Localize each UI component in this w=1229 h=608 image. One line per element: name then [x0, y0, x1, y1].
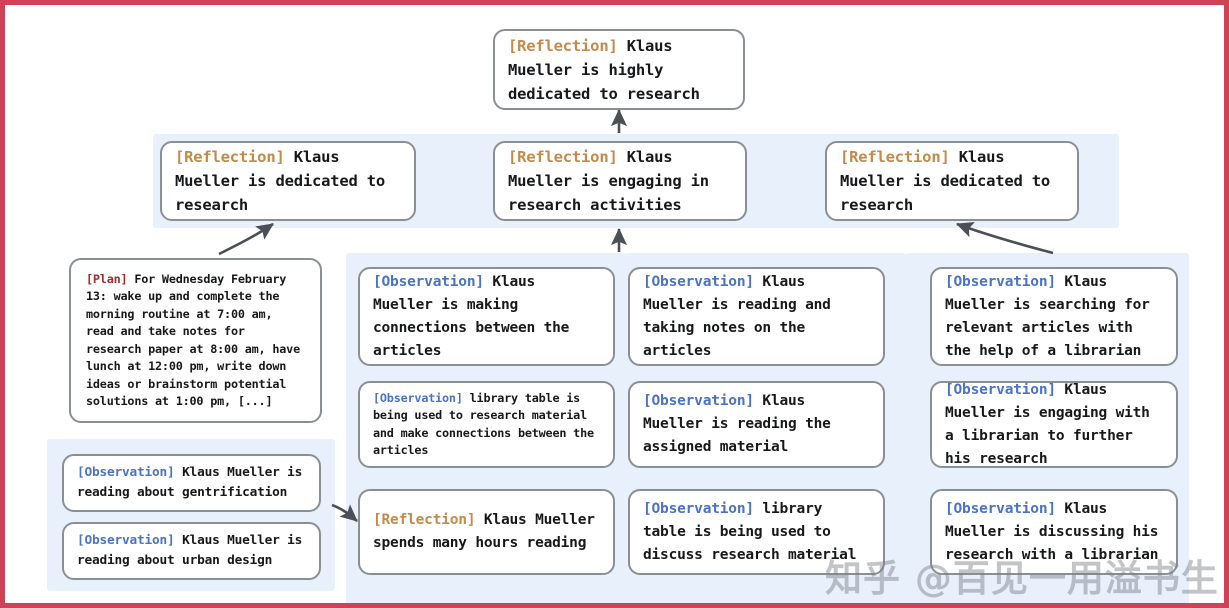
column-left-node-1[interactable]: [Observation] Klaus Mueller is making co…: [358, 267, 615, 366]
reflection-tag: [Reflection]: [840, 148, 950, 166]
observation-tag: [Observation]: [643, 500, 754, 517]
plan-tag: [Plan]: [86, 271, 128, 286]
node-text: Klaus Mueller is reading and taking note…: [643, 273, 831, 359]
node-text: Klaus Mueller is reading about urban des…: [77, 533, 303, 568]
arrow-plan-to-left-reflection: [218, 222, 274, 256]
column-middle-node-3[interactable]: [Observation] library table is being use…: [628, 489, 885, 575]
column-middle-node-1[interactable]: [Observation] Klaus Mueller is reading a…: [628, 267, 885, 366]
column-middle-node-2[interactable]: [Observation] Klaus Mueller is reading t…: [628, 381, 885, 468]
node-text: Klaus Mueller is highly dedicated to res…: [508, 36, 700, 103]
arrow-right-column-to-right-reflection: [956, 221, 1054, 255]
column-left-node-2[interactable]: [Observation] library table is being use…: [358, 381, 615, 468]
column-right-node-2[interactable]: [Observation] Klaus Mueller is engaging …: [930, 381, 1178, 468]
reflection-node-middle[interactable]: [Reflection] Klaus Mueller is engaging i…: [493, 141, 747, 221]
column-left-node-3[interactable]: [Reflection] Klaus Mueller spends many h…: [358, 489, 615, 575]
observation-tag: [Observation]: [643, 273, 754, 290]
observation-tag: [Observation]: [945, 500, 1056, 517]
node-text: Klaus Mueller is reading the assigned ma…: [643, 393, 831, 455]
node-text: Klaus Mueller is reading about gentrific…: [77, 465, 303, 500]
node-text: library table is being used to research …: [373, 390, 594, 458]
observation-tag: [Observation]: [945, 273, 1056, 290]
observation-tag: [Observation]: [945, 381, 1056, 398]
bottom-left-observation-1[interactable]: [Observation] Klaus Mueller is reading a…: [62, 454, 321, 512]
reflection-tag: [Reflection]: [508, 36, 618, 55]
node-text: Klaus Mueller is dedicated to research: [175, 148, 386, 214]
bottom-left-observation-2[interactable]: [Observation] Klaus Mueller is reading a…: [62, 522, 321, 580]
observation-tag: [Observation]: [373, 390, 463, 405]
reflection-tag: [Reflection]: [508, 148, 618, 166]
node-text: Klaus Mueller is making connections betw…: [373, 273, 570, 359]
node-text: For Wednesday February 13: wake up and c…: [86, 271, 300, 409]
reflection-node-right[interactable]: [Reflection] Klaus Mueller is dedicated …: [825, 141, 1079, 221]
node-text: Klaus Mueller spends many hours reading: [373, 512, 595, 551]
reflection-tag: [Reflection]: [175, 148, 285, 166]
node-text: Klaus Mueller is engaging with a librari…: [945, 381, 1150, 467]
node-text: Klaus Mueller is engaging in research ac…: [508, 148, 709, 214]
observation-tag: [Observation]: [643, 393, 754, 409]
top-reflection-node[interactable]: [Reflection] Klaus Mueller is highly ded…: [493, 29, 745, 110]
observation-tag: [Observation]: [77, 465, 175, 480]
plan-node[interactable]: [Plan] For Wednesday February 13: wake u…: [69, 258, 322, 423]
observation-tag: [Observation]: [77, 533, 175, 548]
column-right-node-3[interactable]: [Observation] Klaus Mueller is discussin…: [930, 489, 1178, 575]
observation-tag: [Observation]: [373, 273, 484, 290]
reflection-tag: [Reflection]: [373, 512, 476, 528]
column-right-node-1[interactable]: [Observation] Klaus Mueller is searching…: [930, 267, 1178, 366]
node-text: Klaus Mueller is dedicated to research: [840, 148, 1051, 214]
node-text: Klaus Mueller is searching for relevant …: [945, 273, 1150, 359]
reflection-node-left[interactable]: [Reflection] Klaus Mueller is dedicated …: [160, 141, 416, 221]
node-text: library table is being used to discuss r…: [643, 500, 857, 563]
node-text: Klaus Mueller is discussing his research…: [945, 500, 1159, 563]
